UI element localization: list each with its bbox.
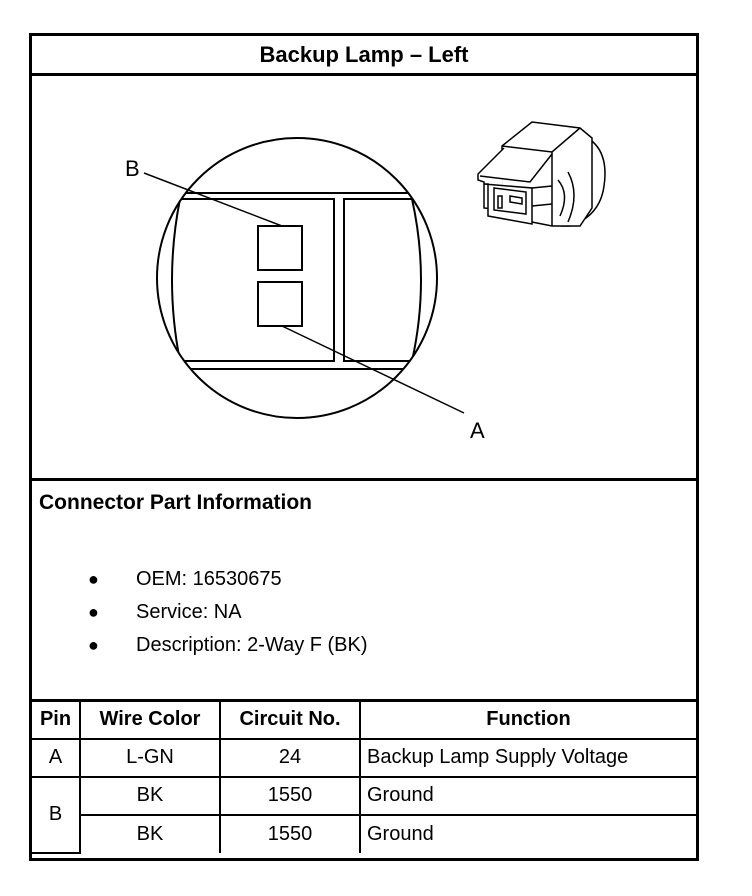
list-item: ● Description: 2-Way F (BK)	[88, 629, 368, 662]
table-row: BK 1550 Ground	[32, 813, 696, 853]
label-b: B	[125, 156, 140, 181]
function-cell: Ground	[359, 775, 696, 816]
info-list: ● OEM: 16530675 ● Service: NA ● Descript…	[88, 563, 368, 662]
terminal-b	[257, 225, 303, 271]
connector-description: Description: 2-Way F (BK)	[136, 634, 368, 656]
connector-part-information: Connector Part Information ● OEM: 165306…	[32, 481, 696, 699]
leader-line-a	[281, 325, 465, 414]
page-title: Backup Lamp – Left	[32, 36, 696, 76]
circuit-cell: 1550	[219, 813, 361, 853]
bullet-icon: ●	[88, 635, 99, 655]
service-part-number: Service: NA	[136, 601, 242, 623]
function-cell: Ground	[359, 813, 696, 853]
connector-diagram: B A	[32, 76, 696, 481]
function-cell: Backup Lamp Supply Voltage	[359, 737, 696, 778]
info-heading: Connector Part Information	[39, 491, 313, 514]
circuit-cell: 24	[219, 737, 361, 778]
terminal-a	[257, 281, 303, 327]
title-text: Backup Lamp – Left	[259, 41, 469, 67]
header-function: Function	[359, 699, 696, 740]
header-wire-color: Wire Color	[79, 699, 221, 740]
label-a: A	[470, 418, 485, 443]
bullet-icon: ●	[88, 602, 99, 622]
bullet-icon: ●	[88, 569, 99, 589]
list-item: ● OEM: 16530675	[88, 563, 368, 596]
pin-cell: A	[32, 737, 81, 778]
pin-cell: B	[32, 775, 81, 854]
list-item: ● Service: NA	[88, 596, 368, 629]
connector-face-outline	[156, 137, 438, 419]
table-row: B BK 1550 Ground	[32, 775, 696, 854]
oem-part-number: OEM: 16530675	[136, 568, 282, 590]
wire-color-cell: BK	[79, 813, 221, 853]
circuit-cell: 1550	[219, 775, 361, 816]
header-circuit-no: Circuit No.	[219, 699, 361, 740]
connector-isometric-icon	[477, 121, 606, 227]
wire-color-cell: L-GN	[79, 737, 221, 778]
header-pin: Pin	[32, 699, 81, 740]
wire-color-cell: BK	[79, 775, 221, 816]
leader-line-b	[143, 172, 283, 227]
connector-page: Backup Lamp – Left B A	[29, 33, 699, 861]
table-row: A L-GN 24 Backup Lamp Supply Voltage	[32, 737, 696, 778]
table-header-row: Pin Wire Color Circuit No. Function	[32, 699, 696, 740]
connector-face-drawing: B A	[125, 121, 606, 443]
pin-table: Pin Wire Color Circuit No. Function A L-…	[32, 699, 696, 854]
